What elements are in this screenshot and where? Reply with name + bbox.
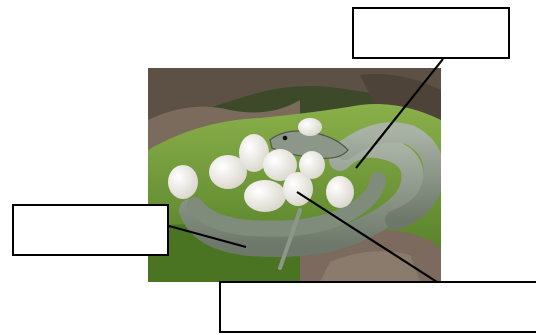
snake-eggs-photo: [148, 68, 441, 282]
label-box-left[interactable]: [12, 204, 169, 256]
label-box-top-right[interactable]: [352, 7, 510, 59]
label-box-bottom-right[interactable]: [219, 281, 536, 333]
